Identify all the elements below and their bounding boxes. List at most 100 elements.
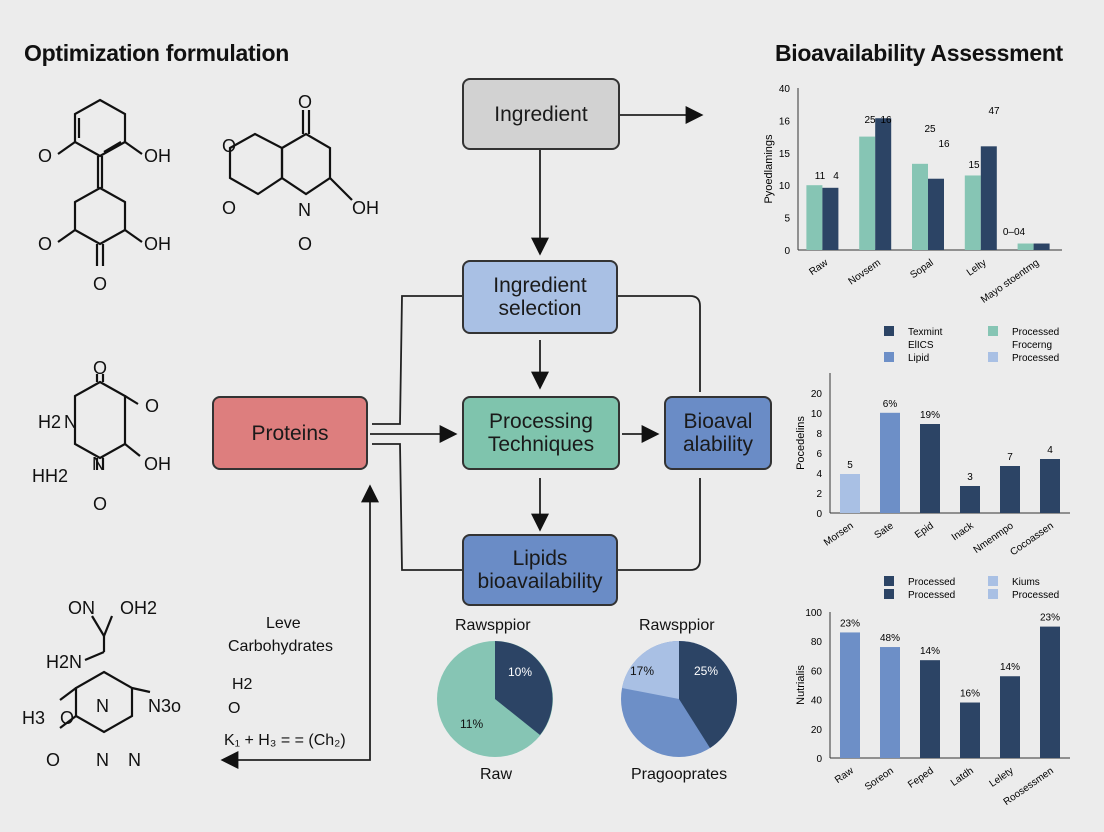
m4-atom: N — [82, 598, 95, 618]
chart1-xtick: Inack — [950, 520, 977, 543]
selection-label-2: selection — [498, 297, 582, 320]
chart2-xtick: Latdh — [949, 765, 976, 788]
m4-atom: OH2 — [120, 598, 157, 618]
chart1-data-label: 19% — [920, 410, 940, 421]
lipids-label-1: Lipids — [512, 547, 568, 570]
m3-atom: O — [93, 494, 107, 514]
chart0-data-label: 16 — [880, 115, 892, 126]
chart1-legend-label: Texmint — [908, 327, 943, 338]
selection-label-1: Ingredient — [493, 274, 587, 297]
chart2-data-label: 14% — [1000, 662, 1020, 673]
chart0-bar — [822, 187, 839, 250]
chart0-ytick: 10 — [779, 181, 791, 192]
right-title: Bioavailability Assessment — [775, 40, 1063, 66]
m3-atom: HH2 — [32, 466, 68, 486]
processing-label-2: Techniques — [487, 433, 595, 456]
chart2-data-label: 16% — [960, 689, 980, 700]
pie2-slice-light — [622, 641, 679, 699]
chart0-ytick: 15 — [779, 149, 791, 160]
chart2-bar — [920, 660, 940, 758]
chart2-ytick: 20 — [811, 725, 823, 736]
chart1-legend-swatch — [884, 326, 894, 336]
chart1-xtick: Epid — [913, 520, 936, 540]
chart2-legend-swatch — [884, 589, 894, 599]
m2-atom: O — [298, 92, 312, 112]
m4-atom: N — [96, 750, 109, 770]
chart0-bar — [1033, 243, 1050, 250]
ingredient-box: Ingredient — [462, 78, 620, 150]
chart0-bar — [928, 178, 944, 250]
chart1-bar — [920, 424, 940, 513]
chart2-xtick: Soreon — [863, 765, 896, 793]
lipids-label-2: bioavailability — [477, 570, 603, 593]
chart1-data-label: 3 — [967, 472, 973, 483]
chart1-data-label: 5 — [847, 460, 853, 471]
chart1-bar — [1040, 459, 1060, 513]
pie1-label-a: 10% — [508, 665, 532, 679]
proteins-label: Proteins — [251, 421, 329, 445]
m3-atom: O — [145, 396, 159, 416]
m2-atom: O — [222, 198, 236, 218]
m4-atom: O — [60, 708, 74, 728]
chart1-legend-label: Processed — [1012, 327, 1059, 338]
chart2-legend-label: Processed — [908, 577, 955, 588]
chart0-bar — [806, 185, 823, 250]
pie1-title: Rawsppior — [455, 617, 531, 634]
chart0-bar — [875, 118, 892, 250]
m4-atom: H2N — [46, 652, 82, 672]
molecule-drawings: O OH O OH O O O O N OH O O O H2 N OH HH2… — [22, 92, 379, 770]
chart1-xtick: Sate — [873, 520, 897, 541]
chart0-data-label: 25 — [864, 115, 876, 126]
pie2-label-a: 17% — [630, 664, 654, 678]
chart1-ytick: 2 — [816, 489, 822, 500]
chart2-data-label: 23% — [1040, 613, 1060, 624]
chart0-ytick: 16 — [779, 116, 791, 127]
chart1-bar — [960, 486, 980, 513]
chart0-bar — [964, 175, 981, 250]
carb-formula-b: O — [228, 700, 241, 717]
bioaval-label-2: alability — [682, 433, 754, 456]
chart1-legend-label: Lipid — [908, 353, 929, 364]
chart0-xtick: Sopal — [908, 257, 935, 281]
m3-atom: O — [93, 358, 107, 378]
m4-atom: O — [46, 750, 60, 770]
chart0-data-label: 11 — [815, 171, 826, 182]
chart0-data-label: 15 — [968, 160, 980, 171]
chart0-xtick: Lelty — [965, 257, 989, 278]
pie2-title: Rawsppior — [639, 617, 715, 634]
chart1-data-label: 7 — [1007, 452, 1013, 463]
chart2-data-label: 48% — [880, 633, 900, 644]
chart2-legend-label: Processed — [908, 590, 955, 601]
chart0-ylabel: Pyoedlamings — [763, 134, 775, 204]
chart2-ytick: 60 — [811, 666, 823, 677]
chart2-xtick: Feped — [906, 765, 936, 790]
chart0-data-label: 0–04 — [1003, 227, 1026, 238]
chart0-bar — [980, 146, 997, 250]
chart2-legend-label: Processed — [1012, 590, 1059, 601]
chart1-legend-swatch — [884, 352, 894, 362]
ingredient-label: Ingredient — [494, 102, 588, 126]
pie1-label-b: 11% — [460, 717, 483, 731]
proteins-box: Proteins — [212, 396, 368, 470]
chart0-bar — [1017, 243, 1034, 250]
chart0-data-label: 4 — [833, 171, 839, 182]
m4-atom: N — [96, 696, 109, 716]
bioaval-label-1: Bioaval — [683, 410, 753, 433]
chart1-bar — [840, 474, 860, 513]
carb-label-1: Leve — [266, 615, 301, 632]
m1-atom: OH — [144, 146, 171, 166]
left-title: Optimization formulation — [24, 40, 289, 66]
m1-atom: O — [38, 146, 52, 166]
chart2-bar — [880, 647, 900, 758]
chart2-ytick: 40 — [811, 696, 823, 707]
chart1-legend-label: ElICS — [908, 340, 934, 351]
m4-atom: H3 — [22, 708, 45, 728]
chart1-legend-swatch — [988, 352, 998, 362]
chart1-xtick: Morsen — [822, 520, 856, 548]
